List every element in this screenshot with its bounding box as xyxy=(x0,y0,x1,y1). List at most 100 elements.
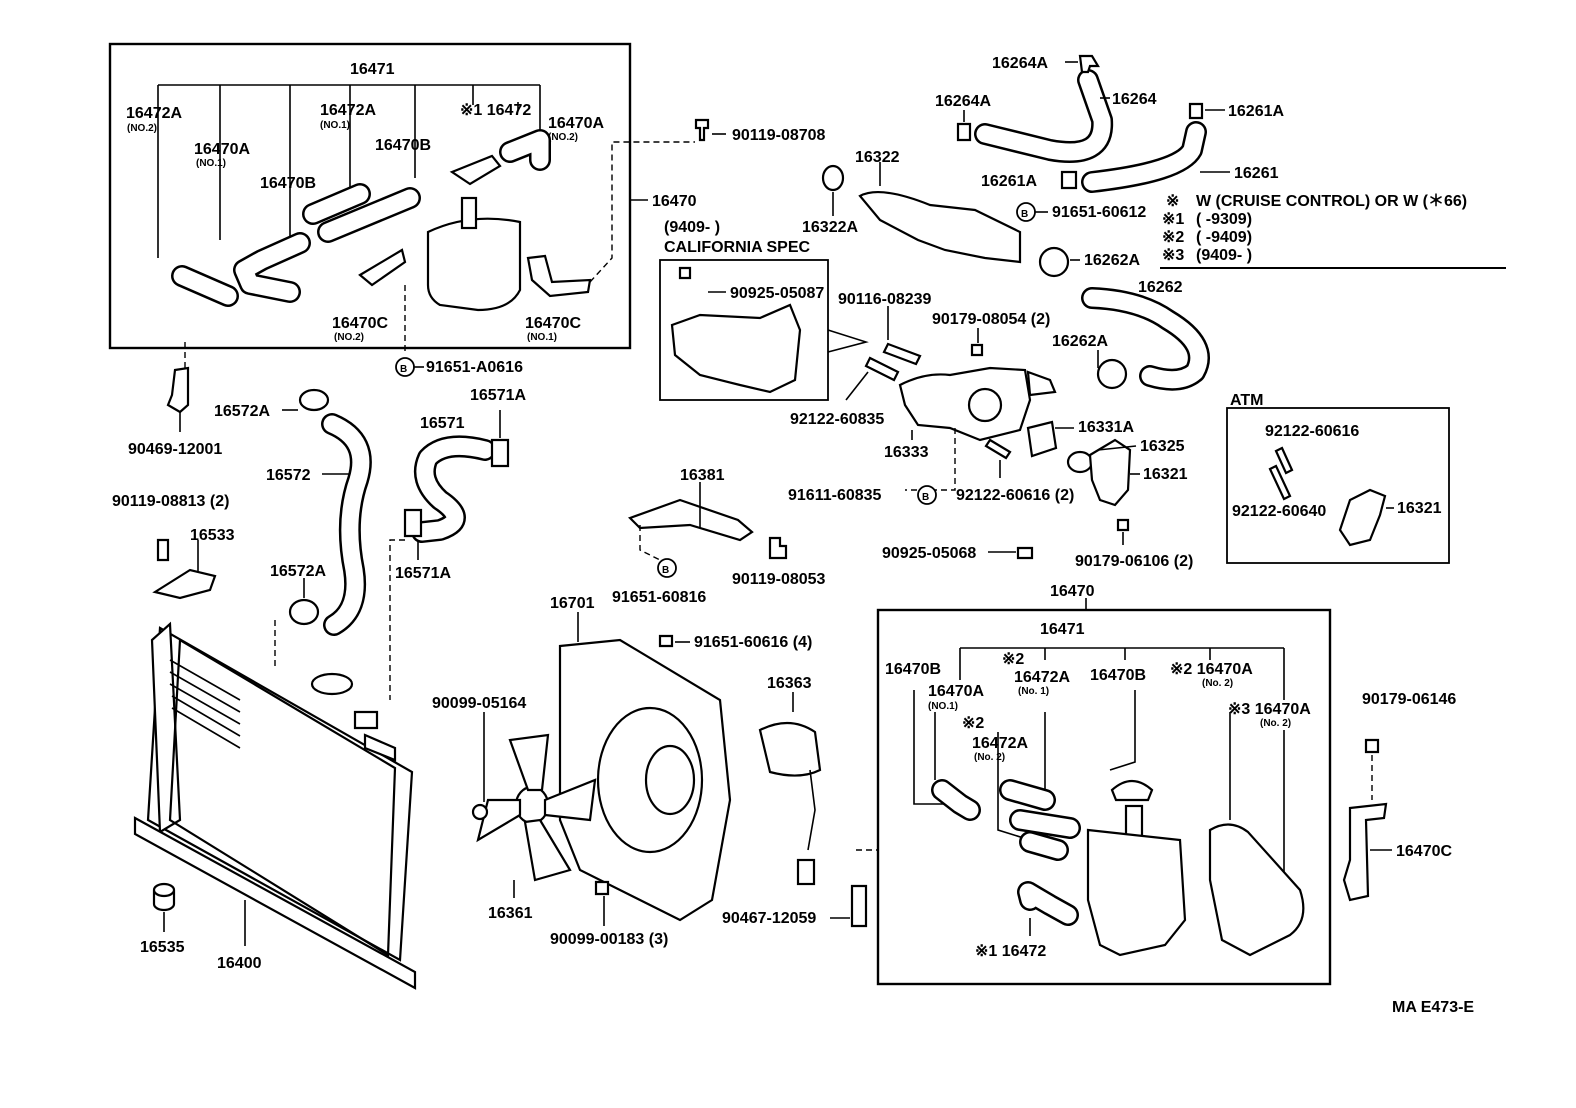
reservoir-cap xyxy=(449,154,502,186)
note-star-text: W (CRUISE CONTROL) OR W (＊66) xyxy=(1196,193,1467,210)
label-90179-08054: 90179-08054 (2) xyxy=(932,311,1050,328)
label-16572a-mid: 16572A xyxy=(270,563,326,580)
bolt-90119-08708 xyxy=(694,118,710,142)
label-16471-bot: 16471 xyxy=(1040,621,1085,638)
label-no2-a: (NO.2) xyxy=(127,123,157,134)
label-16322: 16322 xyxy=(855,149,900,166)
label-16472a-no2-b: 16472A xyxy=(972,735,1028,752)
clamp-16261a-top xyxy=(1188,102,1204,120)
label-16400: 16400 xyxy=(217,955,262,972)
label-90925-05068: 90925-05068 xyxy=(882,545,976,562)
label-16470a-no1-b: 16470A xyxy=(928,683,984,700)
label-16325: 16325 xyxy=(1140,438,1185,455)
label-90467-12059: 90467-12059 xyxy=(722,910,816,927)
label-16361: 16361 xyxy=(488,905,533,922)
circle-b-4-text: B xyxy=(662,565,669,576)
clamp-16264a-top xyxy=(1078,54,1100,74)
label-16571a-mid: 16571A xyxy=(395,565,451,582)
label-90925-05087: 90925-05087 xyxy=(730,285,824,302)
label-16572: 16572 xyxy=(266,467,311,484)
reservoir-box-top xyxy=(108,42,632,350)
label-16363: 16363 xyxy=(767,675,812,692)
clamp-16571a-top xyxy=(490,438,510,468)
atm-title: ATM xyxy=(1230,392,1263,409)
circle-b-1-text: B xyxy=(400,364,407,375)
label-91651-60616-4: 91651-60616 (4) xyxy=(694,634,812,651)
label-16472a-no1: 16472A xyxy=(320,102,376,119)
label-16264a-mid: 16264A xyxy=(935,93,991,110)
label-no2-f: (No. 2) xyxy=(974,752,1005,763)
label-16470a-mark3: ※3 16470A xyxy=(1228,701,1311,718)
switch-90925-05068 xyxy=(1016,546,1034,560)
gasket-16322a xyxy=(821,164,845,192)
label-16472-mark1-b: ※1 16472 xyxy=(975,943,1046,960)
clamp-16572a-mid xyxy=(288,598,320,626)
bracket-16533 xyxy=(152,568,217,600)
label-16261a-mid: 16261A xyxy=(981,173,1037,190)
label-16472-mark1: ※1 16472 xyxy=(460,102,531,119)
label-16470a-no2: 16470A xyxy=(548,115,604,132)
circle-b-2-text: B xyxy=(1021,209,1028,220)
water-inlet-group xyxy=(864,342,1132,560)
label-90099-05164: 90099-05164 xyxy=(432,695,526,712)
label-16472a-no2: 16472A xyxy=(126,105,182,122)
label-16321-a: 16321 xyxy=(1143,466,1188,483)
label-92122-60616-2: 92122-60616 (2) xyxy=(956,487,1074,504)
label-16261: 16261 xyxy=(1234,165,1279,182)
label-no1-d: (No. 1) xyxy=(1018,686,1049,697)
label-90469-12001: 90469-12001 xyxy=(128,441,222,458)
clamp-16571a-mid xyxy=(403,508,423,538)
housing-california xyxy=(670,303,802,394)
label-90116-08239: 90116-08239 xyxy=(838,291,932,308)
bolt-91651-60616 xyxy=(658,634,674,648)
label-90119-08053: 90119-08053 xyxy=(732,571,826,588)
clip-90467-12059 xyxy=(850,884,868,928)
label-no2-c: (NO.2) xyxy=(334,332,364,343)
circle-b-3 xyxy=(917,485,937,505)
label-16470a-no1: 16470A xyxy=(194,141,250,158)
label-90119-08813: 90119-08813 (2) xyxy=(112,493,229,510)
label-16533: 16533 xyxy=(190,527,235,544)
label-91651-60612: 91651-60612 xyxy=(1052,204,1146,221)
label-16470c-no1: 16470C xyxy=(525,315,581,332)
label-16471-top: 16471 xyxy=(350,61,395,78)
label-no1-c: (NO.1) xyxy=(527,332,557,343)
clamp-16264a-mid xyxy=(956,122,972,142)
label-16470b-d: 16470B xyxy=(1090,667,1146,684)
label-no1-a: (NO.1) xyxy=(196,158,226,169)
upper-hoses-group xyxy=(821,54,1210,391)
label-no2-b: (NO.2) xyxy=(548,132,578,143)
label-16571: 16571 xyxy=(420,415,465,432)
radiator-16400 xyxy=(133,621,417,990)
fan-motor-16363 xyxy=(758,721,822,777)
label-16472a-no1-b: 16472A xyxy=(1014,669,1070,686)
label-91651-60816: 91651-60816 xyxy=(612,589,706,606)
label-16381: 16381 xyxy=(680,467,725,484)
nut-90179-06106 xyxy=(1116,518,1130,532)
figure-code: MA E473-E xyxy=(1392,999,1474,1016)
reservoir-cap-bottom xyxy=(1110,779,1154,802)
nut-90179-06146 xyxy=(1364,738,1380,754)
label-92122-60835: 92122-60835 xyxy=(790,411,884,428)
radiator-hoses-group xyxy=(152,388,510,700)
water-inlet-16333 xyxy=(898,366,1032,442)
callout-lines-16471 xyxy=(157,84,541,258)
label-92122-60616: 92122-60616 xyxy=(1265,423,1359,440)
reservoir-tank xyxy=(426,217,522,312)
label-16262a-top: 16262A xyxy=(1084,252,1140,269)
radiator-cap xyxy=(310,672,354,696)
label-no2-d: (No. 2) xyxy=(1202,678,1233,689)
atm-box xyxy=(1226,407,1450,564)
water-outlet-16322 xyxy=(858,191,1022,264)
note-2: ※2 xyxy=(1162,229,1184,246)
notes-block: ※ W (CRUISE CONTROL) OR W (＊66) ※1 ( -93… xyxy=(1160,193,1506,269)
label-16321-b: 16321 xyxy=(1397,500,1442,517)
label-92122-60640: 92122-60640 xyxy=(1232,503,1326,520)
label-91651-a0616: 91651-A0616 xyxy=(426,359,523,376)
callout-lines-16471-bottom xyxy=(913,647,1285,890)
reservoir-tank-bottom xyxy=(1086,828,1187,957)
reservoir-tank-16470a-no2 xyxy=(1208,823,1305,957)
label-90179-06146: 90179-06146 xyxy=(1362,691,1456,708)
label-16331a: 16331A xyxy=(1078,419,1134,436)
note-3-text: (9409- ) xyxy=(1196,247,1252,264)
